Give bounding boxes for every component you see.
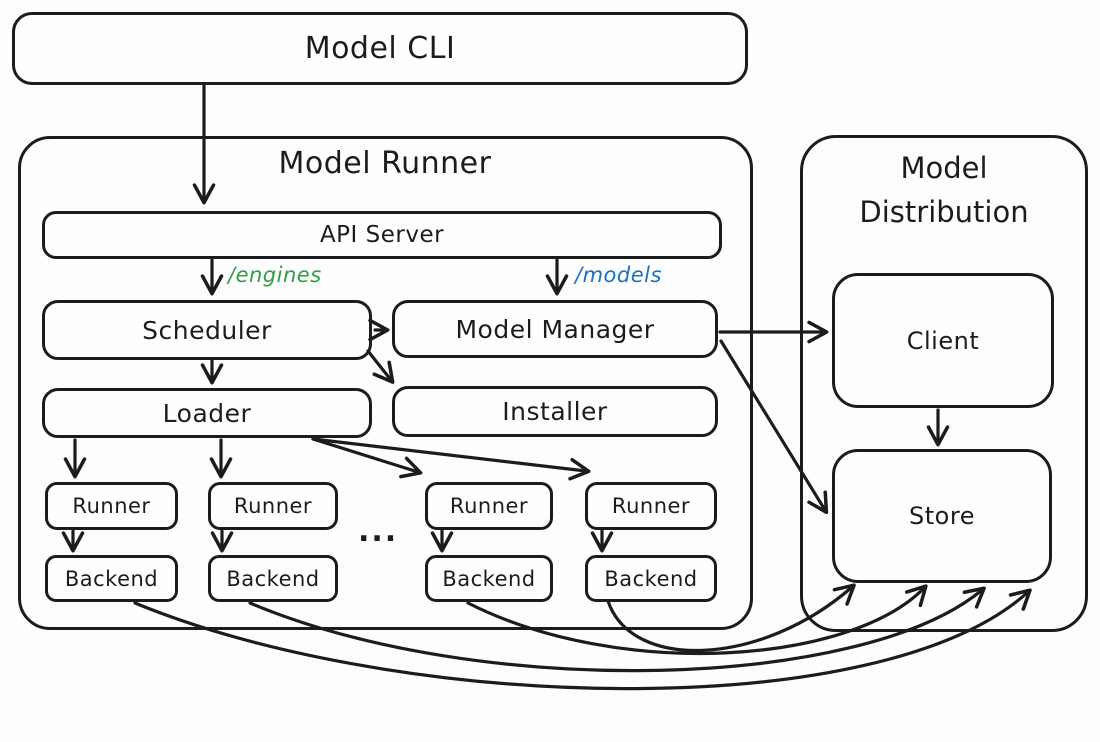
backend-label: Backend [226,566,320,591]
backend-label: Backend [442,566,536,591]
runner-label: Runner [233,494,313,518]
api-server-box: API Server [42,211,722,259]
scheduler-label: Scheduler [142,315,272,345]
runner-box-1: Runner [45,482,178,530]
model-distribution-title-line1: Model [900,151,988,185]
backend-label: Backend [64,566,159,591]
backend-box-3: Backend [425,555,553,602]
loader-label: Loader [162,398,252,428]
runner-label: Runner [449,494,529,518]
api-server-label: API Server [319,222,445,248]
models-route-label: /models [575,263,662,287]
installer-box: Installer [392,386,718,437]
runner-box-3: Runner [425,482,553,530]
model-runner-title: Model Runner [278,146,492,181]
loader-box: Loader [42,388,372,438]
runner-label: Runner [611,494,691,518]
backend-box-4: Backend [585,555,717,602]
model-cli-label: Model CLI [304,31,456,66]
runners-ellipsis: ... [358,514,399,549]
client-label: Client [906,326,980,355]
model-distribution-title: Model Distribution [810,146,1078,234]
backend-box-2: Backend [208,555,338,602]
backend-label: Backend [604,566,698,591]
backend-box-1: Backend [45,555,178,602]
model-manager-label: Model Manager [455,314,655,344]
model-manager-box: Model Manager [392,300,718,358]
store-label: Store [909,502,975,530]
runner-label: Runner [72,494,151,518]
store-box: Store [832,449,1052,583]
model-cli-box: Model CLI [12,12,748,85]
model-distribution-title-line2: Distribution [859,195,1029,229]
engines-route-label: /engines [228,263,322,287]
client-box: Client [832,273,1054,408]
scheduler-box: Scheduler [42,300,372,360]
runner-box-2: Runner [208,482,338,530]
installer-label: Installer [502,397,608,426]
runner-box-4: Runner [585,482,717,530]
